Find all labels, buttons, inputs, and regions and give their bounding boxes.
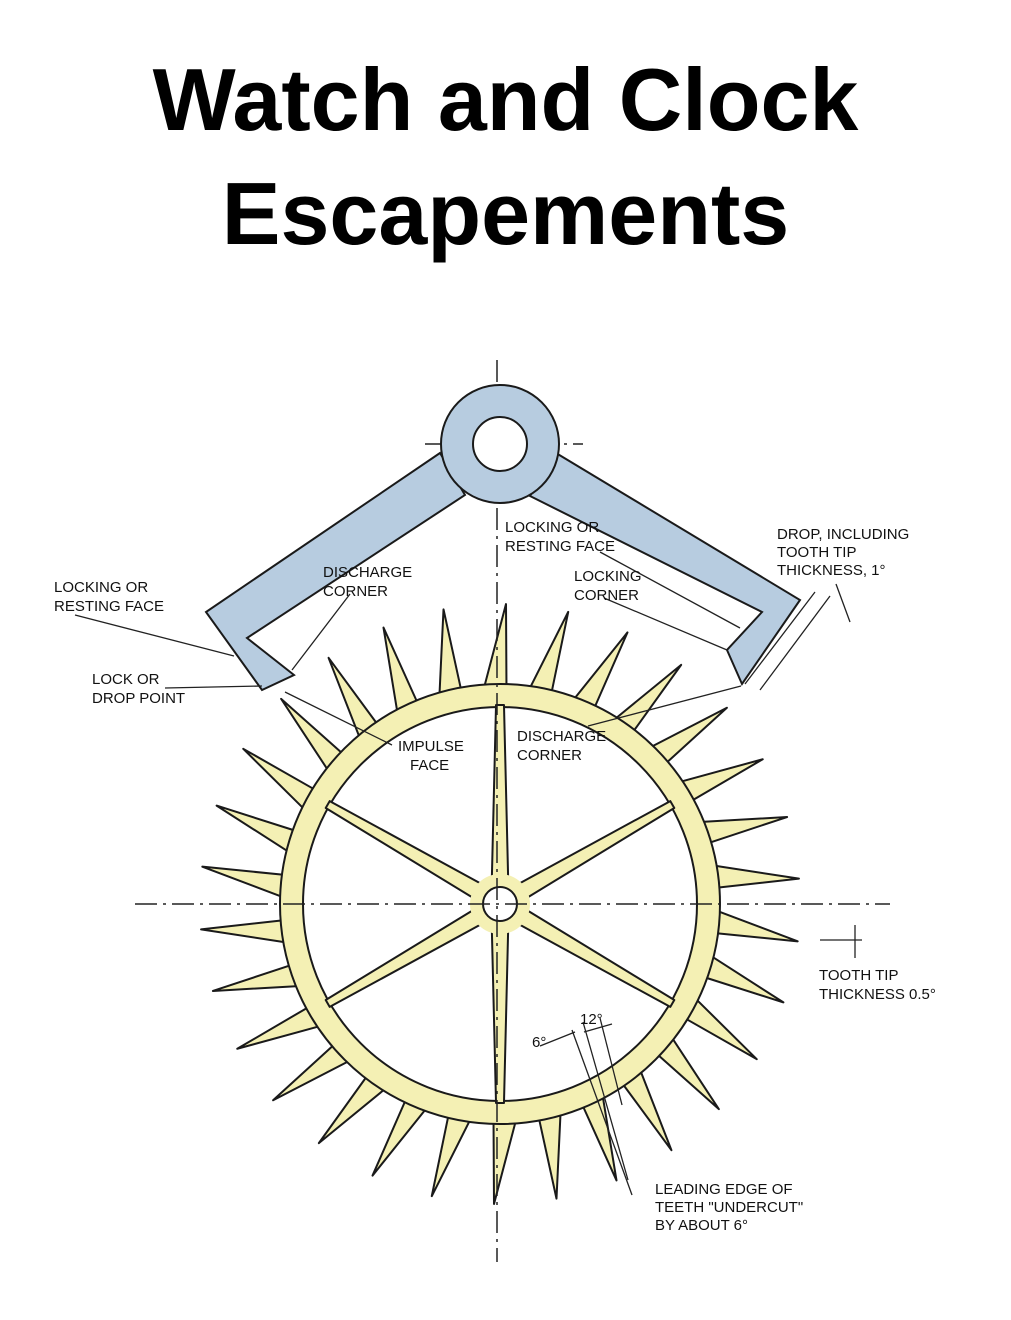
label-angle-12: 12°: [580, 1011, 603, 1028]
pallet-pivot-hole: [472, 416, 528, 472]
label-tooth-tip-thickness: TOOTH TIP THICKNESS 0.5°: [819, 967, 936, 1003]
label-locking-resting-face-center: LOCKING OR RESTING FACE: [505, 519, 615, 555]
wheel-tooth: [438, 608, 463, 698]
wheel-tooth: [698, 816, 789, 845]
escape-wheel: [200, 603, 800, 1205]
wheel-tooth: [200, 919, 289, 944]
wheel-tooth: [702, 954, 785, 1004]
wheel-tooth: [711, 864, 800, 889]
pallet-arm-right: [528, 451, 802, 687]
leader-lines: [74, 551, 862, 1196]
title-line-2: Escapements: [221, 164, 790, 263]
label-discharge-corner-right: DISCHARGE CORNER: [517, 728, 610, 764]
wheel-tooth: [527, 610, 570, 696]
wheel-tooth: [537, 1110, 562, 1200]
annotation-labels: LOCKING OR RESTING FACE LOCK OR DROP POI…: [54, 519, 936, 1234]
wheel-tooth: [382, 626, 420, 715]
wheel-tooth: [371, 1097, 429, 1177]
wheel-tooth: [571, 631, 629, 711]
label-locking-resting-face-left: LOCKING OR RESTING FACE: [54, 579, 164, 615]
label-angle-6: 6°: [532, 1034, 546, 1051]
wheel-tooth: [211, 963, 302, 992]
wheel-tooth: [201, 865, 287, 899]
label-leading-edge: LEADING EDGE OF TEETH "UNDERCUT" BY ABOU…: [655, 1181, 807, 1234]
label-discharge-corner-top: DISCHARGE CORNER: [323, 564, 416, 600]
label-impulse-face: IMPULSE FACE: [398, 738, 468, 774]
wheel-tooth: [482, 603, 508, 690]
wheel-tooth: [215, 804, 298, 854]
wheel-tooth: [713, 909, 799, 943]
label-lock-drop-point: LOCK OR DROP POINT: [92, 671, 185, 707]
title-line-1: Watch and Clock: [152, 50, 859, 149]
pallet-fork: [204, 384, 802, 692]
label-drop-including: DROP, INCLUDING TOOTH TIP THICKNESS, 1°: [777, 526, 913, 579]
pallet-arms: [204, 451, 467, 692]
label-locking-corner: LOCKING CORNER: [574, 568, 646, 604]
wheel-tooth: [430, 1112, 473, 1198]
